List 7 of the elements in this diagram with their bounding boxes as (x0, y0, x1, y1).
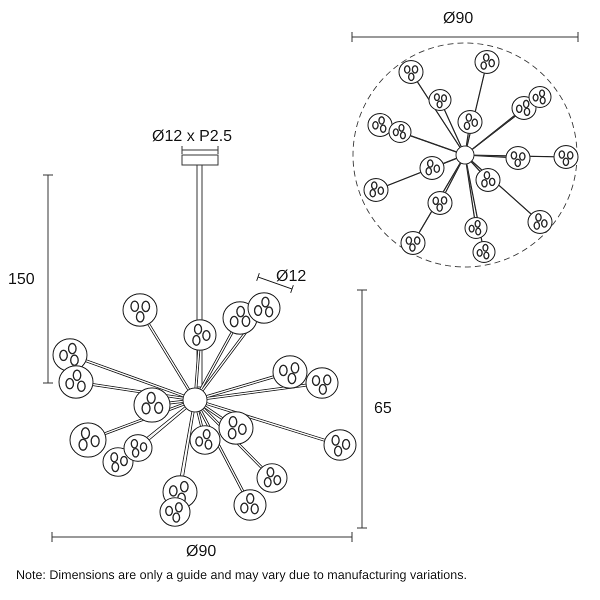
dimension-label: 65 (374, 400, 392, 418)
dimension-label: Ø90 (443, 10, 474, 28)
dimension-label: Ø12 x P2.5 (152, 128, 232, 146)
dimension-label: Ø90 (186, 543, 216, 561)
note-text: Note: Dimensions are only a guide and may vary due to manufacturing variations. (16, 568, 467, 582)
dimension-label: Ø12 (276, 268, 306, 286)
dimension-label: 150 (8, 271, 35, 289)
